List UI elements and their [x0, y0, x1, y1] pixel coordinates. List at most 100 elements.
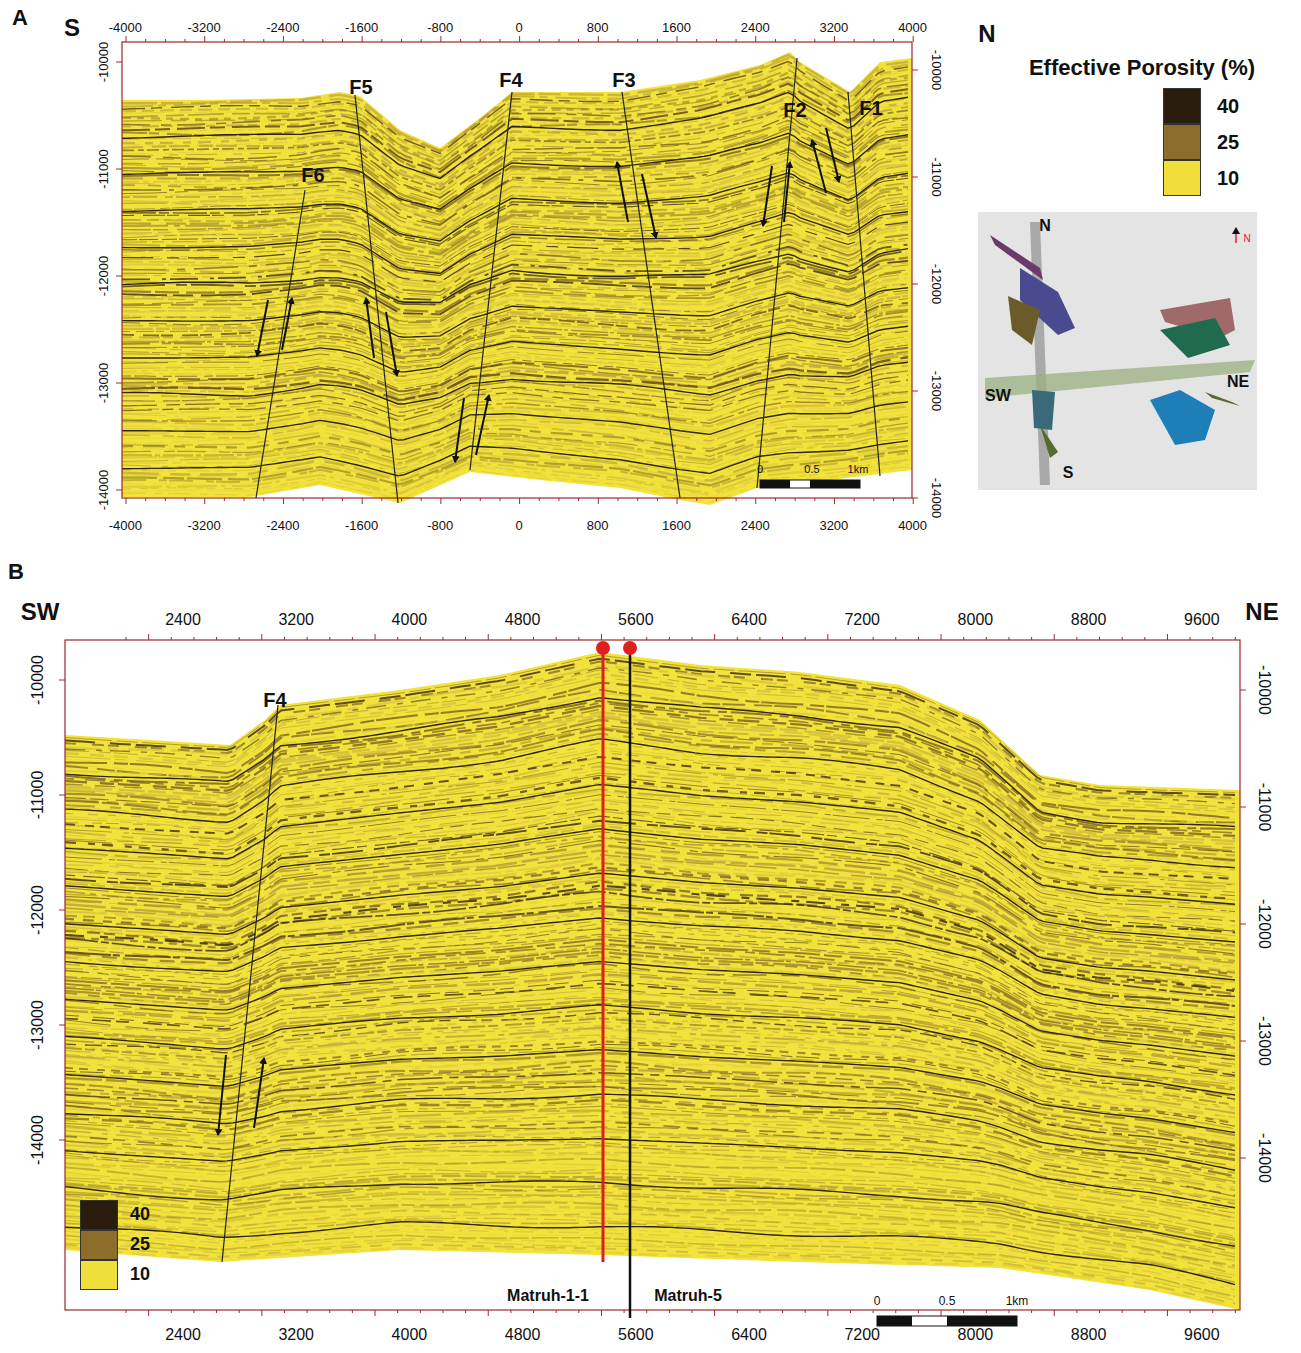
fault-lines: [222, 58, 880, 1262]
legend-label: 10: [1217, 167, 1239, 189]
depth-tick: -12000: [97, 256, 111, 296]
axis-tick: -1600: [345, 519, 378, 533]
axis-tick: 5600: [618, 611, 654, 629]
slip-arrows: [218, 128, 839, 1135]
fault-label: F4: [499, 69, 522, 91]
inset-label: S: [1063, 464, 1074, 482]
depth-tick: -10000: [1255, 665, 1273, 715]
depth-tick: -14000: [1255, 1133, 1273, 1183]
axis-tick: 8800: [1071, 1326, 1107, 1344]
axis-tick: 8000: [958, 1326, 994, 1344]
axis-tick: 4000: [898, 21, 927, 35]
fault-label: F1: [859, 97, 882, 119]
depth-tick: -12000: [29, 885, 47, 935]
axis-tick: -4000: [109, 519, 142, 533]
axis-tick: -800: [427, 519, 453, 533]
north-arrow-label: N: [1243, 233, 1250, 244]
depth-tick: -10000: [929, 50, 943, 90]
axis-tick: 7200: [844, 1326, 880, 1344]
well-head: [596, 641, 610, 655]
axis-tick: 5600: [618, 1326, 654, 1344]
direction-label: NE: [1245, 599, 1278, 625]
axis-tick: 4800: [505, 1326, 541, 1344]
plot-frame: [122, 42, 912, 498]
depth-tick: -14000: [929, 478, 943, 518]
axis-tick: 4800: [505, 611, 541, 629]
axis-tick: 6400: [731, 1326, 767, 1344]
legend-swatch: [80, 1260, 118, 1290]
scale-label: 1km: [848, 463, 869, 475]
legend-label: 10: [130, 1265, 150, 1285]
axis-tick: 6400: [731, 611, 767, 629]
axis-tick: 0: [515, 519, 522, 533]
depth-tick: -11000: [1255, 783, 1273, 832]
fault-label: F5: [349, 76, 372, 98]
axis-tick: -3200: [187, 519, 220, 533]
inset-label: SW: [985, 387, 1011, 405]
fault-label: F4: [263, 689, 286, 711]
depth-tick: -13000: [97, 363, 111, 403]
depth-tick: -11000: [97, 149, 111, 189]
axis-tick: -3200: [187, 21, 220, 35]
axis-tick: 7200: [844, 611, 880, 629]
legend-title: Effective Porosity (%): [1029, 56, 1255, 80]
fault-label: F3: [612, 69, 635, 91]
legend-swatch: [80, 1230, 118, 1260]
scale-bar: [760, 480, 1017, 1326]
axis-tick: 2400: [165, 611, 201, 629]
axis-tick: 9600: [1184, 1326, 1220, 1344]
axis-tick: -4000: [109, 21, 142, 35]
well-head: [623, 641, 637, 655]
depth-tick: -14000: [29, 1115, 47, 1165]
direction-label: S: [64, 15, 80, 41]
axis-tick: 2400: [165, 1326, 201, 1344]
depth-tick: -11000: [929, 157, 943, 197]
panel-letter: B: [8, 560, 24, 584]
scale-label: 0.5: [804, 463, 819, 475]
legend-label: 25: [130, 1235, 150, 1255]
axis-tick: 3200: [278, 611, 314, 629]
depth-tick: -12000: [1255, 899, 1273, 949]
legend-swatch: [1163, 124, 1201, 160]
axis-tick: 0: [515, 21, 522, 35]
axis-tick: -1600: [345, 21, 378, 35]
direction-label: N: [978, 21, 995, 47]
section-b: [65, 652, 1240, 1310]
axis-tick: 8000: [958, 611, 994, 629]
depth-tick: -13000: [1255, 1016, 1273, 1066]
axis-tick: -2400: [266, 21, 299, 35]
fault-label: F2: [783, 99, 806, 121]
axis-tick: 3200: [819, 519, 848, 533]
plot-frame: [65, 640, 1240, 1310]
axis-tick: 4000: [392, 611, 428, 629]
depth-tick: -11000: [29, 771, 47, 820]
axis-tick: 3200: [819, 21, 848, 35]
axis-tick: 2400: [741, 21, 770, 35]
fault-model-inset: [978, 212, 1257, 490]
well-track: [602, 648, 605, 1262]
axis-tick: 8800: [1071, 611, 1107, 629]
depth-tick: -14000: [97, 470, 111, 510]
depth-tick: -13000: [29, 1000, 47, 1050]
legend-label: 40: [130, 1205, 150, 1225]
well-label: Matruh-5: [654, 1287, 722, 1305]
depth-tick: -12000: [929, 264, 943, 304]
legend-swatch: [1163, 160, 1201, 196]
scale-label: 0.5: [939, 1295, 956, 1308]
axis-tick: 800: [587, 21, 609, 35]
legend-swatch: [1163, 88, 1201, 124]
fault-label: F6: [301, 164, 324, 186]
direction-label: SW: [21, 599, 60, 625]
legend-swatch: [80, 1200, 118, 1230]
depth-tick: -10000: [97, 42, 111, 82]
inset-label: N: [1039, 217, 1051, 235]
section-a: [122, 52, 912, 505]
axis-tick: 3200: [278, 1326, 314, 1344]
axis-tick: 800: [587, 519, 609, 533]
panel-letter: A: [12, 6, 28, 30]
well-label: Matruh-1-1: [507, 1287, 589, 1305]
axis-tick: 2400: [741, 519, 770, 533]
axis-tick: 1600: [662, 21, 691, 35]
